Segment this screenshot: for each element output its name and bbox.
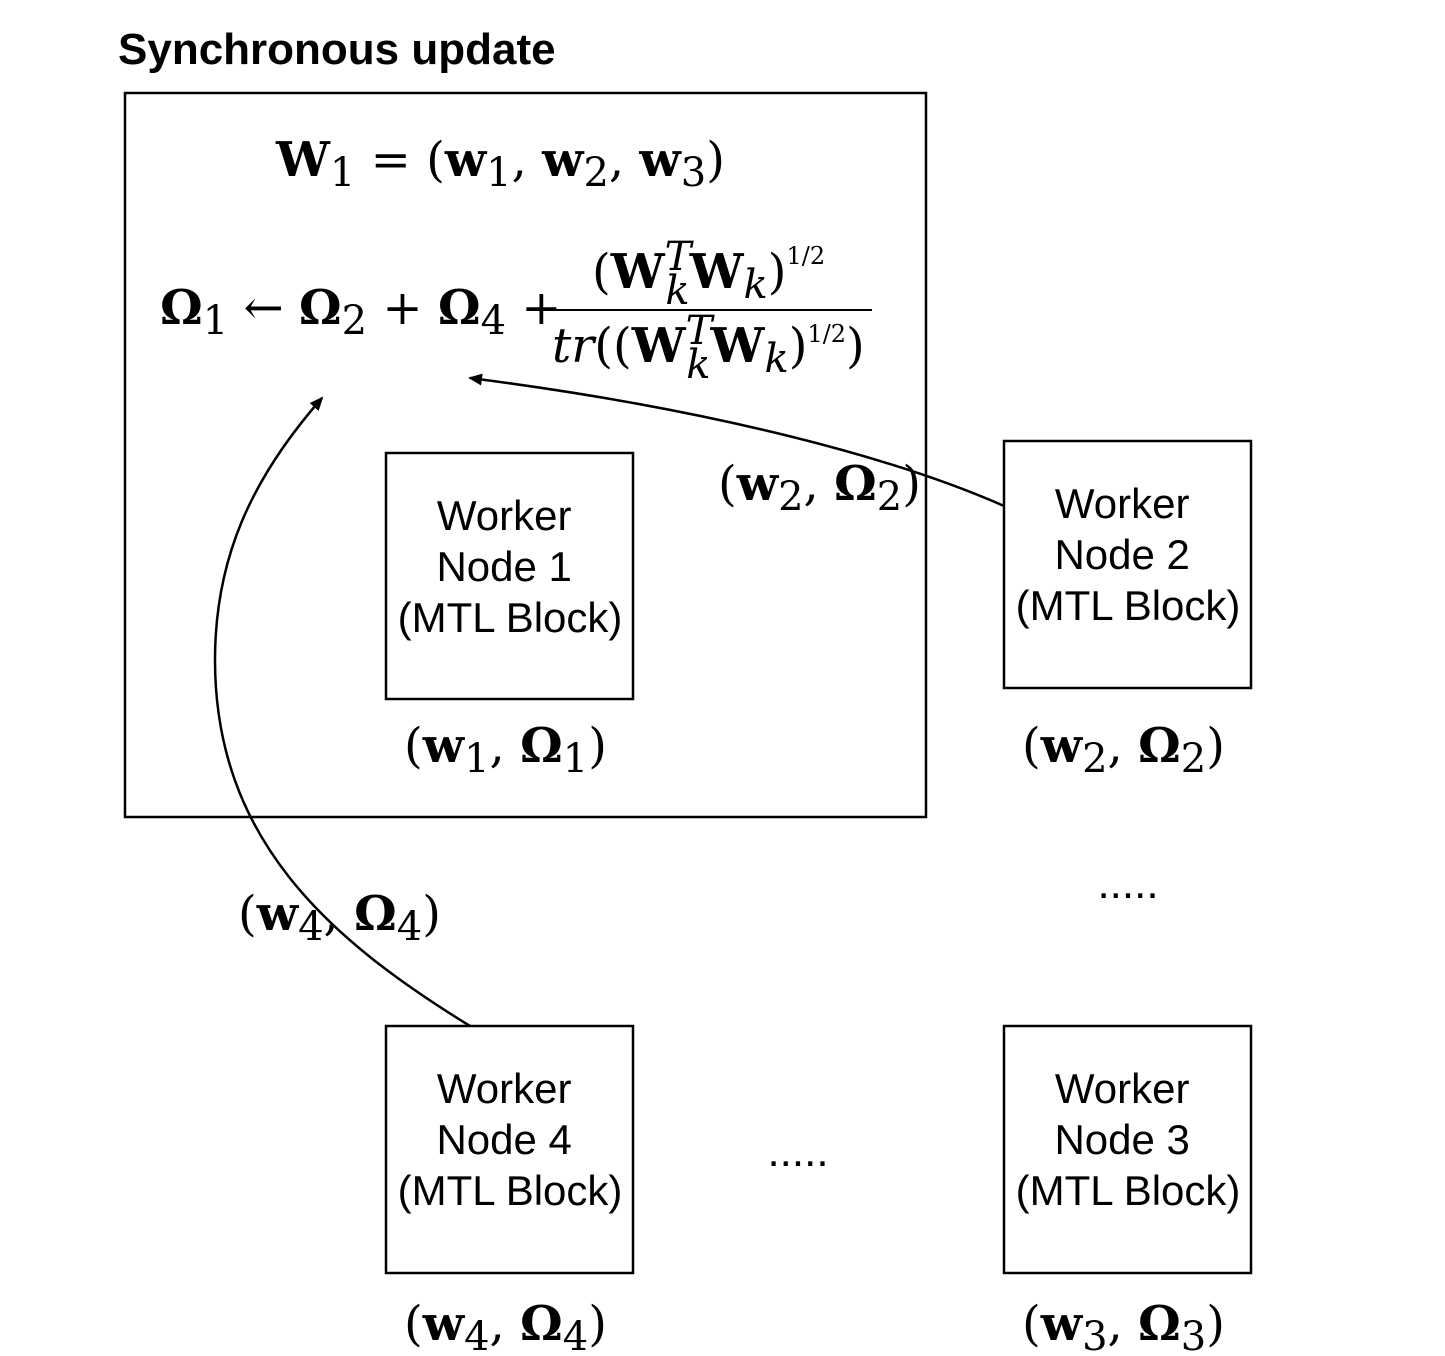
ellipsis-horizontal: ..... <box>767 1127 828 1176</box>
arrow-node4-to-server <box>213 396 471 1028</box>
worker-node-2-box <box>1002 439 1253 690</box>
formula-w1: W1 = (w1, w2, w3) <box>275 132 725 196</box>
formula-omega-lhs: Ω1 ← Ω2 + Ω4 + <box>160 280 562 344</box>
worker-node-4-box <box>384 1024 635 1275</box>
worker-node-3-label: Worker Node 3 (MTL Block) <box>1016 1065 1241 1214</box>
server-box <box>123 91 928 819</box>
worker-node-4-params: (w4, Ω4) <box>404 1296 607 1356</box>
worker-node-2-params: (w2, Ω2) <box>1022 718 1225 782</box>
arrow-node2-to-server <box>468 373 1005 508</box>
worker-node-1-params: (w1, Ω1) <box>404 718 607 782</box>
worker-node-1-box <box>384 451 635 701</box>
worker-node-2-label: Worker Node 2 (MTL Block) <box>1016 480 1241 629</box>
worker-node-3-box <box>1002 1024 1253 1275</box>
edge-label-node2: (w2, Ω2) <box>718 456 921 520</box>
diagram-title: Synchronous update <box>118 25 556 74</box>
ellipsis-vertical: ..... <box>1097 859 1158 908</box>
worker-node-4-label: Worker Node 4 (MTL Block) <box>398 1065 623 1214</box>
worker-node-3-params: (w3, Ω3) <box>1022 1296 1225 1356</box>
worker-node-1-label: Worker Node 1 (MTL Block) <box>398 492 623 641</box>
edge-label-node4: (w4, Ω4) <box>238 886 441 950</box>
